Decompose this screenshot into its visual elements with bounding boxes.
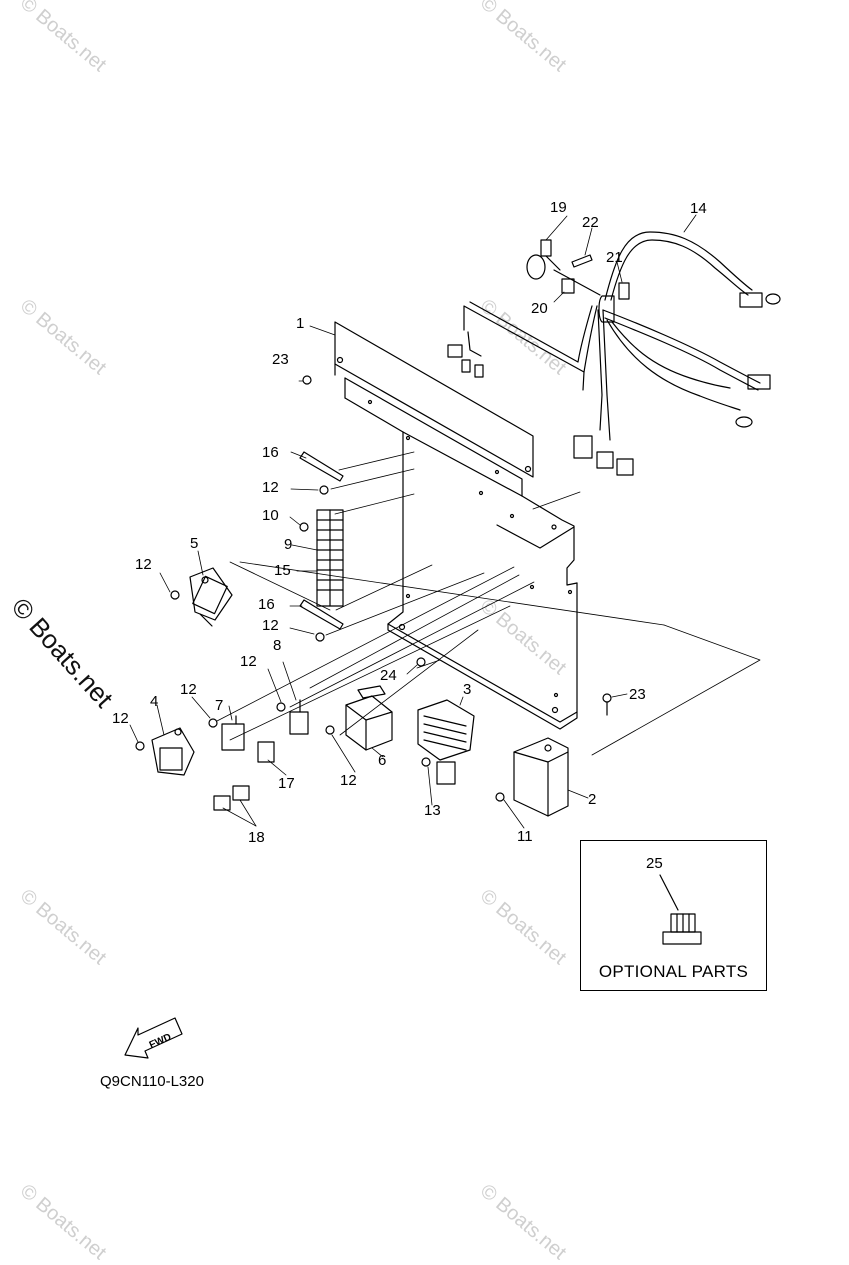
part-label: 3: [463, 681, 471, 698]
part-label: 1: [296, 315, 304, 332]
part-label: 23: [272, 351, 289, 368]
part-label: 13: [424, 802, 441, 819]
part-label: 18: [248, 829, 265, 846]
drawing-code: Q9CN110-L320: [100, 1073, 204, 1090]
part-4-relay: [151, 727, 195, 776]
part-label: 14: [690, 200, 707, 217]
part-label: 25: [646, 855, 663, 872]
part-2-box: [513, 737, 569, 817]
part-20-fuse-holder: [561, 278, 575, 294]
part-box-bracket: [387, 431, 578, 730]
part-16-band: [299, 451, 344, 630]
screw-icon: [135, 375, 612, 802]
part-label: 22: [582, 214, 599, 231]
part-label: 2: [588, 791, 596, 808]
part-7-relay: [221, 715, 245, 751]
fwd-label: FWD: [148, 1032, 173, 1051]
part-25-optional-connector: [659, 874, 702, 945]
part-label: 23: [629, 686, 646, 703]
part-label: 11: [517, 828, 533, 845]
part-17-connector: [257, 741, 275, 763]
part-3-rectifier: [417, 699, 475, 785]
fwd-arrow-icon: [124, 1017, 183, 1059]
part-label: 6: [378, 752, 386, 769]
part-label: 9: [284, 536, 292, 553]
part-label: 12: [135, 556, 152, 573]
part-label: 24: [380, 667, 397, 684]
part-labels: 1 2 3 4 5 6 7 8 9 10 11 12 12 12 12 12 1…: [112, 199, 707, 872]
part-label: 19: [550, 199, 567, 216]
part-14-wire-harness: [447, 231, 781, 476]
part-label: 12: [180, 681, 197, 698]
part-5-relay: [189, 567, 233, 627]
part-21-clamp: [618, 282, 630, 300]
part-label: 16: [262, 444, 279, 461]
part-19-ring-lead: [526, 239, 561, 280]
part-6-relay: [345, 685, 393, 751]
part-label: 20: [531, 300, 548, 317]
part-label: 21: [606, 249, 623, 266]
optional-parts-title: OPTIONAL PARTS: [598, 962, 749, 981]
optional-parts-box: OPTIONAL PARTS: [580, 840, 767, 991]
part-label: 4: [150, 693, 158, 710]
part-label: 5: [190, 535, 198, 552]
part-22-fuse: [553, 254, 601, 296]
part-label: 8: [273, 637, 281, 654]
part-label: 17: [278, 775, 295, 792]
part-label: 12: [340, 772, 357, 789]
part-label: 12: [262, 479, 279, 496]
part-label: 12: [112, 710, 129, 727]
part-label: 12: [262, 617, 279, 634]
parts-diagram: 1 2 3 4 5 6 7 8 9 10 11 12 12 12 12 12 1…: [112, 199, 781, 1059]
part-label: 10: [262, 507, 279, 524]
part-label: 15: [274, 562, 291, 579]
part-18-connector: [213, 785, 250, 811]
part-15-terminal-block: [316, 509, 344, 607]
part-8-relay: [289, 699, 309, 735]
part-label: 7: [215, 697, 223, 714]
part-label: 12: [240, 653, 257, 670]
part-label: 16: [258, 596, 275, 613]
part-1-plate: [334, 321, 534, 497]
